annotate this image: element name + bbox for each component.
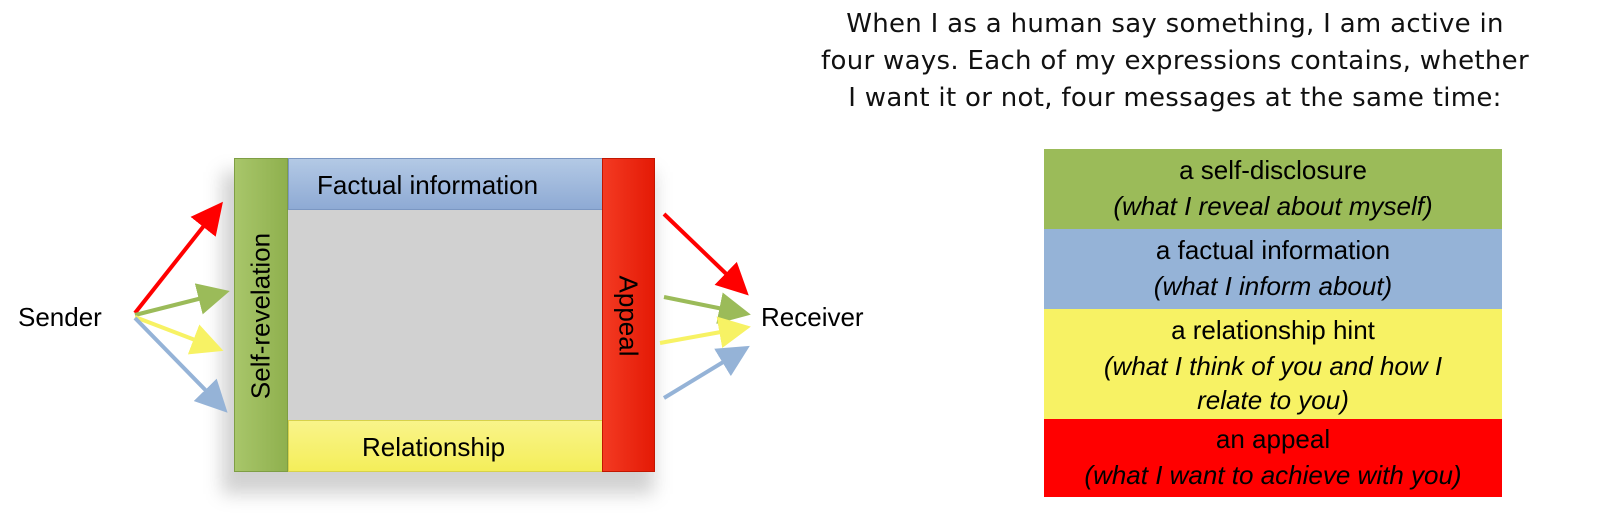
receiver-blue-arrow — [662, 345, 750, 400]
legend-appeal-subtitle: (what I want to achieve with you) — [1084, 460, 1462, 490]
legend-factual-subtitle: (what I inform about) — [1153, 271, 1393, 301]
heading-text: When I as a human say something, I am ac… — [780, 6, 1570, 117]
legend-relationship-hint: a relationship hint (what I think of you… — [1044, 309, 1502, 419]
legend-relationship-subtitle-2: relate to you) — [1197, 385, 1349, 415]
factual-information-bar — [288, 158, 606, 210]
sender-green-arrow — [134, 283, 230, 317]
receiver-yellow-arrow — [659, 316, 751, 349]
legend-relationship-title: a relationship hint — [1171, 315, 1375, 345]
legend-factual-title: a factual information — [1155, 235, 1391, 265]
receiver-green-arrow — [663, 292, 751, 324]
legend-factual-information: a factual information (what I inform abo… — [1044, 229, 1502, 309]
heading-line-3: I want it or not, four messages at the s… — [848, 83, 1502, 113]
sender-red-arrow — [133, 201, 223, 315]
legend-appeal-title: an appeal — [1215, 424, 1331, 454]
factual-information-label: Factual information — [317, 170, 539, 200]
legend-self-disclosure: a self-disclosure (what I reveal about m… — [1044, 149, 1502, 229]
heading-line-1: When I as a human say something, I am ac… — [846, 9, 1504, 39]
receiver-red-arrow — [662, 212, 749, 296]
legend-appeal: an appeal (what I want to achieve with y… — [1044, 419, 1502, 497]
self-revelation-bar — [234, 158, 288, 472]
legend-relationship-subtitle-1: (what I think of you and how I — [1103, 351, 1443, 381]
sender-blue-arrow — [133, 316, 228, 413]
legend-self-disclosure-subtitle: (what I reveal about myself) — [1113, 191, 1433, 221]
heading-line-2: four ways. Each of my expressions contai… — [821, 46, 1529, 76]
appeal-bar — [602, 158, 655, 472]
receiver-label: Receiver — [761, 302, 864, 332]
sender-yellow-arrow — [134, 315, 224, 355]
relationship-label: Relationship — [362, 432, 506, 462]
legend-self-disclosure-title: a self-disclosure — [1179, 155, 1367, 185]
sender-label: Sender — [18, 302, 102, 332]
